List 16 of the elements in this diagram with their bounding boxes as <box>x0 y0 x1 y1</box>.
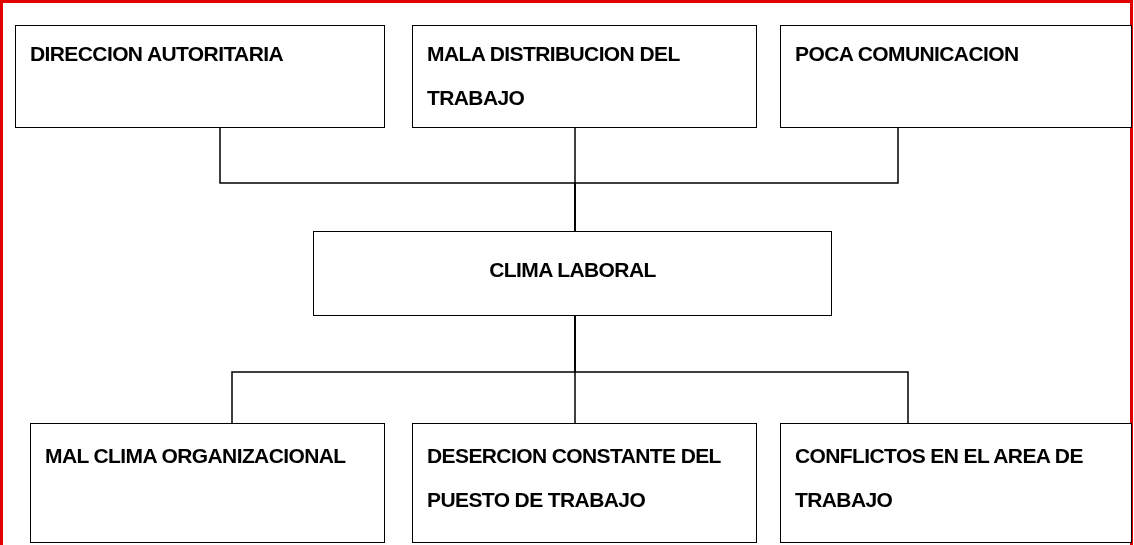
cause-effect-box <box>412 423 757 543</box>
cause-effect-box <box>780 25 1132 128</box>
box-label: DESERCION CONSTANTE DEL PUESTO DE TRABAJO <box>427 443 722 513</box>
box-label: MAL CLIMA ORGANIZACIONAL <box>45 443 346 469</box>
box-label: DIRECCION AUTORITARIA <box>30 41 283 67</box>
cause-effect-box <box>15 25 385 128</box>
cause-effect-box <box>780 423 1132 543</box>
box-label: POCA COMUNICACION <box>795 41 1019 67</box>
box-label: CONFLICTOS EN EL AREA DE TRABAJO <box>795 443 1084 513</box>
box-label: MALA DISTRIBUCION DEL TRABAJO <box>427 41 681 111</box>
cause-effect-box <box>313 231 832 316</box>
box-label: CLIMA LABORAL <box>489 257 656 283</box>
cause-effect-box <box>30 423 385 543</box>
cause-effect-box <box>412 25 757 128</box>
connector-line <box>574 127 899 232</box>
connector-line <box>574 315 909 424</box>
